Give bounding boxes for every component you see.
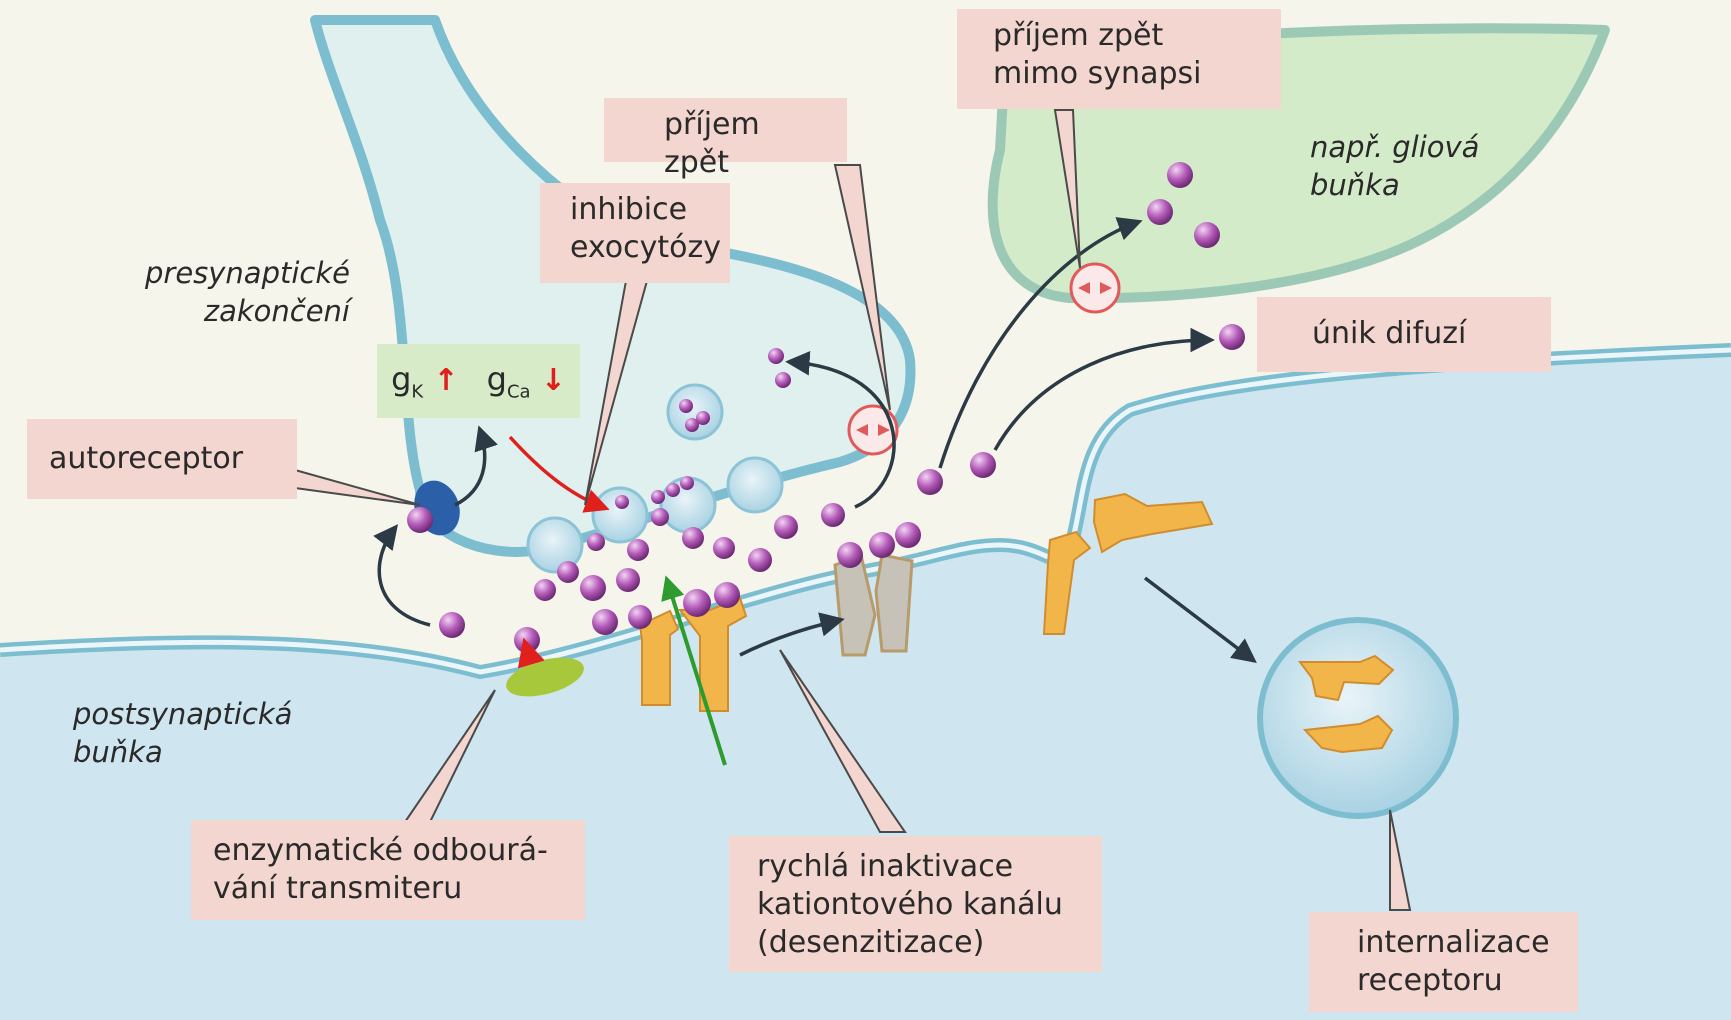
reuptake-transporter (849, 406, 897, 454)
label-enzymaticke-odbourani: enzymatické odbourá- vání transmiteru (191, 820, 585, 920)
internalization-vesicle (1260, 620, 1456, 816)
label-gliova-bunka: např. gliová buňka (1310, 128, 1550, 204)
label-prijem-zpet: příjem zpět (604, 98, 847, 162)
gca-label: gCa ↓ (487, 360, 566, 402)
label-prijem-zpet-mimo-synapsi: příjem zpět mimo synapsi (957, 9, 1281, 109)
label-rychla-inaktivace: rychlá inaktivace kationtového kanálu (d… (729, 836, 1102, 972)
synaptic-vesicle (728, 458, 782, 512)
label-presynapticke-zakonceni: presynaptické zakončení (110, 254, 350, 330)
label-internalizace-receptoru: internalizace receptoru (1309, 912, 1578, 1012)
gca-down-arrow-icon: ↓ (541, 363, 566, 398)
label-unik-difuzi: únik difuzí (1257, 297, 1551, 372)
label-postsynapticka-bunka: postsynaptická buňka (73, 695, 333, 771)
autoreceptor-arrow (379, 528, 430, 625)
glial-transporter (1071, 264, 1119, 312)
label-inhibice-exocytozy: inhibice exocytózy (540, 183, 730, 283)
gk-label: gK ↑ (391, 360, 458, 402)
conductance-box: gK ↑ gCa ↓ (377, 344, 580, 418)
label-autoreceptor: autoreceptor (27, 419, 297, 499)
gk-up-arrow-icon: ↑ (433, 363, 458, 398)
